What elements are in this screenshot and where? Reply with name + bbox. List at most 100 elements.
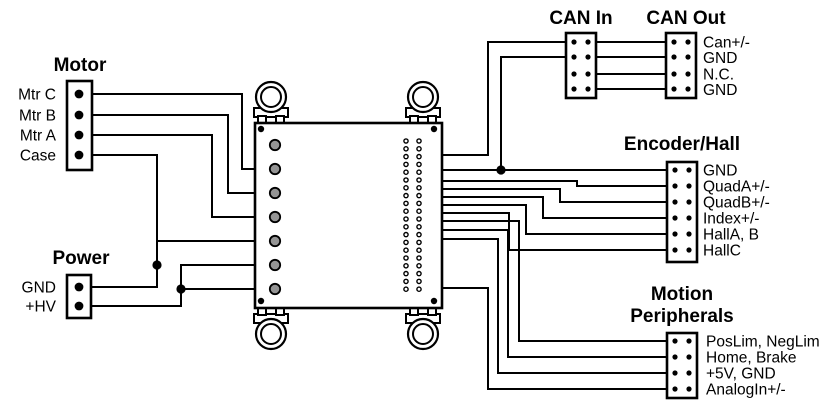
motion-pin-label: AnalogIn+/-: [706, 382, 786, 399]
wire-5v: [442, 238, 667, 374]
board-header-pin: [416, 145, 422, 152]
board-header-pin: [416, 216, 422, 222]
wire-mtr-b: [92, 114, 255, 194]
can-out-pin: [671, 71, 677, 77]
board-pad: [268, 162, 282, 176]
motor-pin: [74, 150, 84, 160]
can-in-connector-body: [564, 31, 598, 100]
wire-mtr-c: [92, 93, 255, 170]
can-in-pin: [585, 54, 591, 60]
board-header-pin: [403, 169, 409, 175]
encoder-pin-label: Index+/-: [703, 211, 759, 228]
encoder-pin-label: HallA, B: [703, 227, 759, 244]
can-in-pin: [571, 54, 577, 60]
can-out-pins: [671, 39, 691, 92]
encoder-hall-connector: Encoder/Hall GND QuadA+/- QuadB+/- Index…: [624, 134, 770, 264]
motor-pins: [74, 89, 84, 160]
junction-dot: [152, 260, 162, 270]
encoder-pin: [672, 215, 678, 221]
board-header-pin: [416, 161, 422, 168]
power-pin: [74, 282, 84, 292]
wire-index: [442, 196, 667, 219]
board-header-pin: [403, 208, 409, 214]
can-out-pin: [671, 86, 677, 92]
board-header-pin: [403, 192, 409, 199]
motion-pin: [672, 354, 678, 360]
can-out-pin: [685, 54, 691, 60]
encoder-hall-title: Encoder/Hall: [624, 134, 740, 155]
power-pin: [74, 301, 84, 311]
board-pad: [268, 258, 282, 272]
motion-pin: [686, 370, 692, 376]
can-in-pin: [571, 71, 577, 77]
board-header-pin: [403, 184, 409, 191]
mounting-post-icon: [252, 306, 290, 351]
encoder-pin: [672, 183, 678, 189]
motion-pin: [686, 386, 692, 392]
encoder-pin: [686, 199, 692, 205]
board-header-pin: [416, 270, 422, 277]
power-pin-label: +HV: [25, 299, 56, 316]
board-header-pin: [403, 177, 409, 183]
controller-board: [253, 121, 444, 310]
motor-pin: [74, 110, 84, 120]
board-screw-hole: [430, 125, 438, 133]
power-connector: Power GND +HV: [22, 248, 110, 320]
encoder-pin: [686, 167, 692, 173]
board-header-pin: [416, 184, 422, 191]
wire-case-gnd: [91, 154, 158, 288]
motion-pin-label: PosLim, NegLim: [706, 334, 820, 351]
can-in-pin: [585, 71, 591, 77]
mounting-post-icon: [404, 306, 442, 351]
can-out-pin: [685, 86, 691, 92]
board-header-pin: [403, 270, 409, 277]
motion-pin: [686, 338, 692, 344]
board-header-pin: [416, 200, 422, 207]
encoder-pin: [672, 167, 678, 173]
board-header-pin: [403, 200, 409, 207]
wire-poslim: [442, 220, 667, 342]
board-right-pins: [403, 138, 422, 293]
encoder-pin: [686, 183, 692, 189]
board-header-pin: [403, 145, 409, 152]
board-header-pin: [403, 278, 409, 285]
encoder-hall-connector-body: [665, 160, 699, 264]
encoder-pin: [672, 247, 678, 253]
encoder-pin: [686, 215, 692, 221]
board-header-pin: [416, 153, 422, 160]
wire-hv: [91, 264, 255, 307]
encoder-pin-label: QuadA+/-: [703, 179, 770, 196]
wire-can-in-1: [442, 41, 566, 156]
board-header-pin: [416, 138, 422, 144]
motor-pin-label: Case: [20, 148, 56, 165]
board-header-pin: [403, 239, 409, 246]
board-header-pin: [416, 255, 422, 261]
motor-pin-label: Mtr C: [18, 87, 56, 104]
board-header-pin: [416, 208, 422, 214]
encoder-pin: [686, 247, 692, 253]
wire-quada: [442, 180, 667, 187]
motor-pin: [74, 89, 84, 99]
board-pad: [268, 210, 282, 224]
motor-pin-label: Mtr B: [19, 108, 56, 125]
encoder-pins: [672, 167, 692, 253]
board-header-pin: [403, 161, 409, 168]
power-pins: [74, 282, 84, 311]
encoder-pin-label: HallC: [703, 243, 741, 260]
motion-pin: [686, 354, 692, 360]
encoder-pin-label: GND: [703, 163, 737, 180]
board-header-pin: [403, 216, 409, 222]
board-header-pin: [416, 247, 422, 253]
can-out-pin-label: GND: [703, 50, 737, 67]
can-in-pin: [571, 86, 577, 92]
motion-pin-label: Home, Brake: [706, 350, 796, 367]
board-header-pin: [416, 239, 422, 246]
board-header-pin: [403, 262, 409, 269]
motion-title-line2: Peripherals: [630, 306, 734, 327]
board-pad: [268, 186, 282, 200]
can-out-pin-label: GND: [703, 82, 737, 99]
wire-can-in-2-branch: [500, 56, 566, 170]
mounting-post-icon: [404, 80, 442, 125]
